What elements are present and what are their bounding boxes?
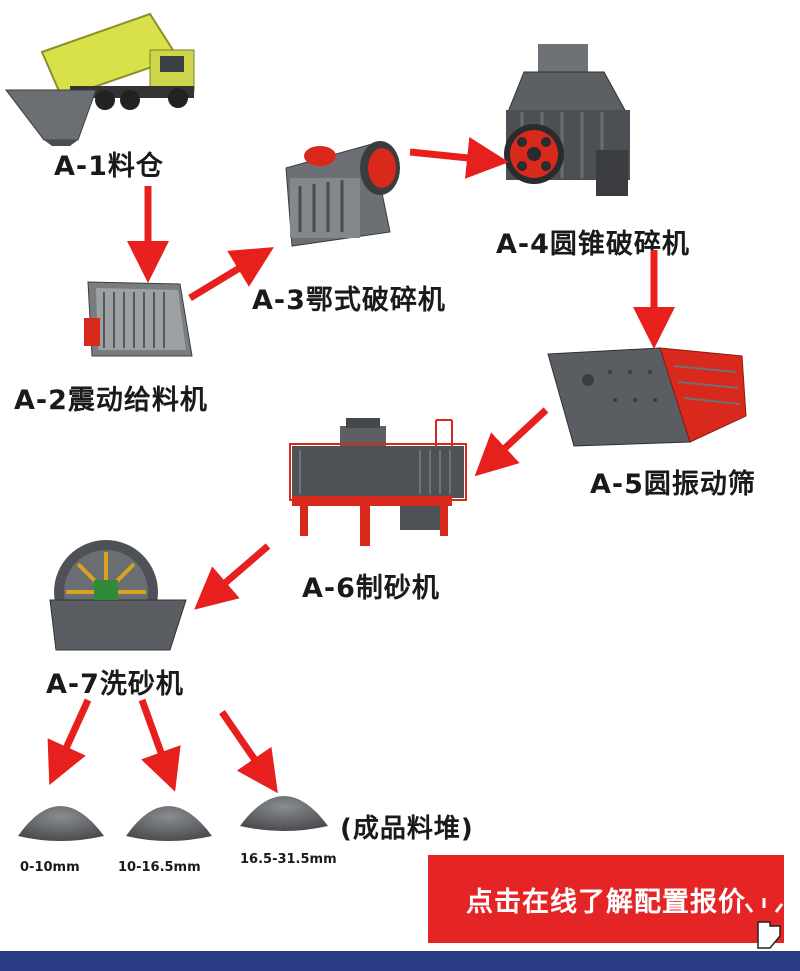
step-a2-label: A-2震动给料机	[14, 385, 208, 416]
product-size-1: 0-10mm	[20, 860, 80, 875]
bottom-bar	[0, 951, 800, 971]
arrow-a3-a4	[409, 136, 509, 179]
pile-1	[18, 806, 104, 841]
arrow-a2-a3	[188, 247, 274, 301]
pile-3	[240, 796, 328, 831]
arrow-a5-a6	[474, 407, 549, 477]
step-a3-label: A-3鄂式破碎机	[252, 285, 446, 316]
arrow-a7-p3	[219, 710, 278, 794]
quote-button[interactable]: 点击在线了解配置报价	[428, 855, 784, 943]
arrow-a7-p1	[47, 698, 92, 786]
products-caption: (成品料堆)	[340, 814, 474, 844]
arrow-a6-a7	[194, 543, 271, 610]
step-a1-label: A-1料仓	[54, 151, 164, 182]
step-a6-label: A-6制砂机	[302, 573, 440, 604]
step-a7-label: A-7洗砂机	[46, 669, 184, 700]
quote-button-label: 点击在线了解配置报价	[466, 886, 746, 918]
arrow-a7-p2	[138, 698, 181, 792]
step-a5-label: A-5圆振动筛	[590, 469, 756, 500]
pile-2	[126, 806, 212, 841]
product-size-2: 10-16.5mm	[118, 860, 201, 875]
product-size-3: 16.5-31.5mm	[240, 852, 337, 867]
